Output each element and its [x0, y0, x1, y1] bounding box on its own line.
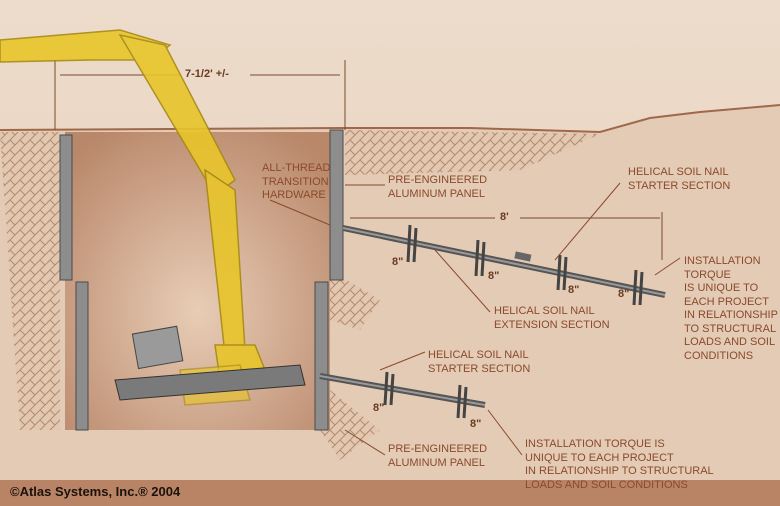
- installation-torque-label-right: INSTALLATION TORQUE IS UNIQUE TO EACH PR…: [684, 255, 778, 362]
- copyright: ©Atlas Systems, Inc.® 2004: [10, 484, 181, 499]
- extension-section-label: HELICAL SOIL NAIL EXTENSION SECTION: [494, 305, 610, 331]
- helix-spacing-label: 8": [392, 256, 404, 268]
- helix-spacing-label: 8": [470, 418, 482, 430]
- helix-spacing-label: 8": [618, 288, 630, 300]
- drill-motor: [114, 325, 306, 401]
- helix-spacing-label: 8": [373, 402, 385, 414]
- nail-length-dimension: 8': [500, 211, 509, 223]
- aluminum-panels: [59, 129, 344, 431]
- helical-nail-top: [342, 224, 666, 306]
- helical-nail-bottom: [319, 371, 486, 419]
- helix-spacing-label: 8": [488, 270, 500, 282]
- excavator-reach-dimension: 7-1/2' +/-: [185, 68, 229, 80]
- helix-spacing-label: 8": [568, 284, 580, 296]
- all-thread-hardware-label: ALL-THREAD TRANSITION HARDWARE: [262, 162, 331, 201]
- panel-label-bottom: PRE-ENGINEERED ALUMINUM PANEL: [388, 443, 488, 469]
- installation-torque-label-bottom: INSTALLATION TORQUE IS UNIQUE TO EACH PR…: [525, 438, 714, 491]
- panel-label-top: PRE-ENGINEERED ALUMINUM PANEL: [388, 174, 488, 200]
- starter-section-label-bottom: HELICAL SOIL NAIL STARTER SECTION: [428, 349, 531, 375]
- starter-section-label-top: HELICAL SOIL NAIL STARTER SECTION: [628, 166, 731, 192]
